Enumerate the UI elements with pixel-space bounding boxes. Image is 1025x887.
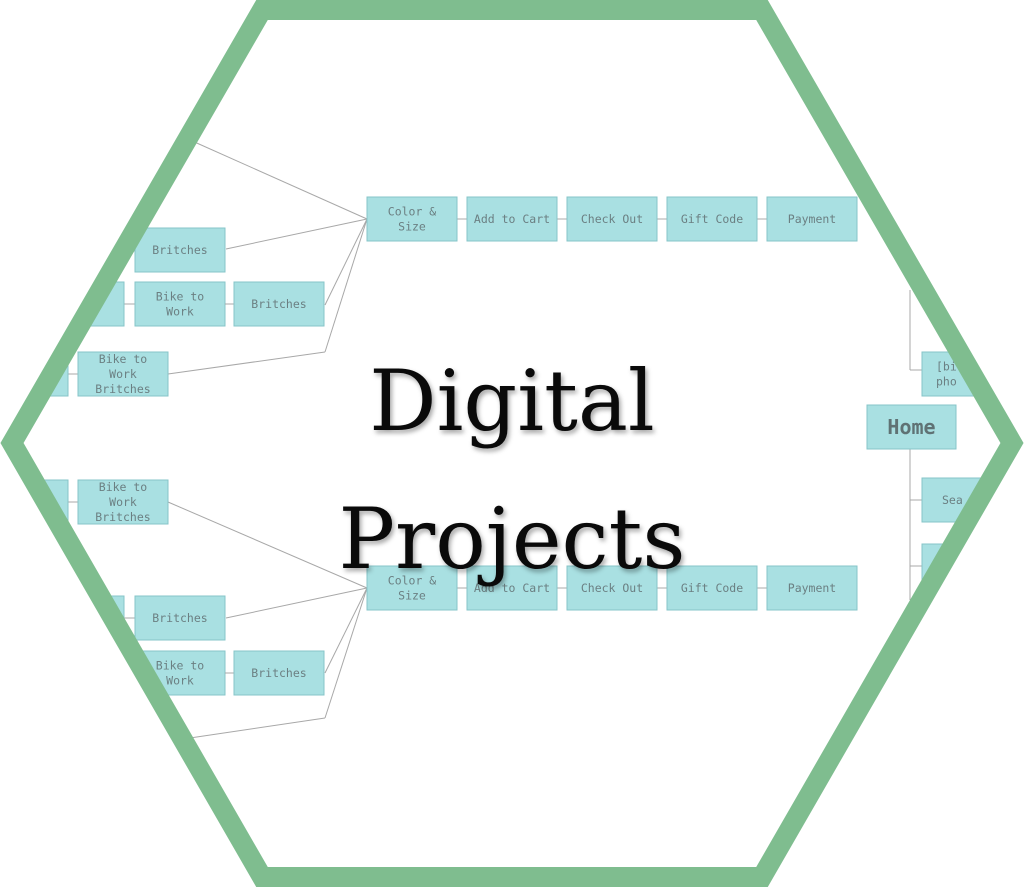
upper-britches-box-label: Britches: [152, 243, 207, 257]
lower-check-out-box: Check Out: [566, 565, 658, 611]
lower-britches-2-box-rect: [233, 650, 325, 696]
upper-add-to-cart-box: Add to Cart: [466, 196, 558, 242]
lower-color-size-box-rect: [366, 565, 458, 611]
upper-color-size-box: Color &Size: [366, 196, 458, 242]
fan-connector: [225, 587, 368, 619]
lower-britches-box: Britches: [134, 595, 226, 641]
fan-connector: [324, 587, 368, 719]
fan-connector: [189, 717, 326, 739]
lower-add-to-cart-box-rect: [466, 565, 558, 611]
home-box-rect: [866, 404, 957, 450]
upper-check-out-box: Check Out: [566, 196, 658, 242]
fan-connector: [189, 139, 368, 220]
lower-bike-to-work-britches-box-rect: [77, 479, 169, 525]
upper-payment-box-label: Payment: [788, 212, 836, 226]
home-box: Home: [866, 404, 957, 450]
lower-payment-box-rect: [766, 565, 858, 611]
title-line-projects: Projects: [338, 490, 686, 588]
lower-gift-code-box-label: Gift Code: [681, 581, 743, 595]
upper-check-out-box-label: Check Out: [581, 212, 643, 226]
lower-check-out-box-rect: [566, 565, 658, 611]
home-box-label: Home: [887, 415, 935, 439]
fan-connector: [324, 587, 368, 674]
lower-britches-2-box-label: Britches: [251, 666, 306, 680]
fan-connector: [167, 501, 368, 589]
partial-search-box-label: Sea: [942, 493, 963, 507]
lower-britches-box-rect: [134, 595, 226, 641]
upper-gift-code-box: Gift Code: [666, 196, 758, 242]
lower-britches-2-box: Britches: [233, 650, 325, 696]
upper-britches-2-box: Britches: [233, 281, 325, 327]
lower-add-to-cart-box: Add to Cart: [466, 565, 558, 611]
fan-connector: [167, 351, 326, 375]
upper-bike-to-work-box-rect: [134, 281, 226, 327]
upper-britches-box: Britches: [134, 227, 226, 273]
upper-color-size-box-rect: [366, 196, 458, 242]
upper-gift-code-box-label: Gift Code: [681, 212, 743, 226]
title-line-digital: Digital: [369, 352, 655, 450]
fan-connector: [225, 218, 368, 250]
lower-color-size-box: Color &Size: [366, 565, 458, 611]
lower-gift-code-box-rect: [666, 565, 758, 611]
upper-bike-to-work-britches-box-rect: [77, 351, 169, 397]
page-title: Digital Projects: [262, 332, 762, 608]
fan-connector: [324, 218, 368, 353]
lower-color-size-box-label: Color &Size: [388, 574, 437, 603]
lower-add-to-cart-box-label: Add to Cart: [474, 581, 550, 595]
lower-britches-box-label: Britches: [152, 611, 207, 625]
lower-payment-box: Payment: [766, 565, 858, 611]
upper-gift-code-box-rect: [666, 196, 758, 242]
lower-gift-code-box: Gift Code: [666, 565, 758, 611]
upper-add-to-cart-box-rect: [466, 196, 558, 242]
lower-check-out-box-label: Check Out: [581, 581, 643, 595]
upper-partial-box-2: [19, 351, 69, 397]
fan-connector: [324, 218, 368, 306]
upper-color-size-box-label: Color &Size: [388, 205, 437, 234]
upper-payment-box-rect: [766, 196, 858, 242]
upper-britches-2-box-rect: [233, 281, 325, 327]
lower-payment-box-label: Payment: [788, 581, 836, 595]
upper-payment-box: Payment: [766, 196, 858, 242]
upper-check-out-box-rect: [566, 196, 658, 242]
upper-britches-box-rect: [134, 227, 226, 273]
upper-add-to-cart-box-label: Add to Cart: [474, 212, 550, 226]
upper-britches-2-box-label: Britches: [251, 297, 306, 311]
